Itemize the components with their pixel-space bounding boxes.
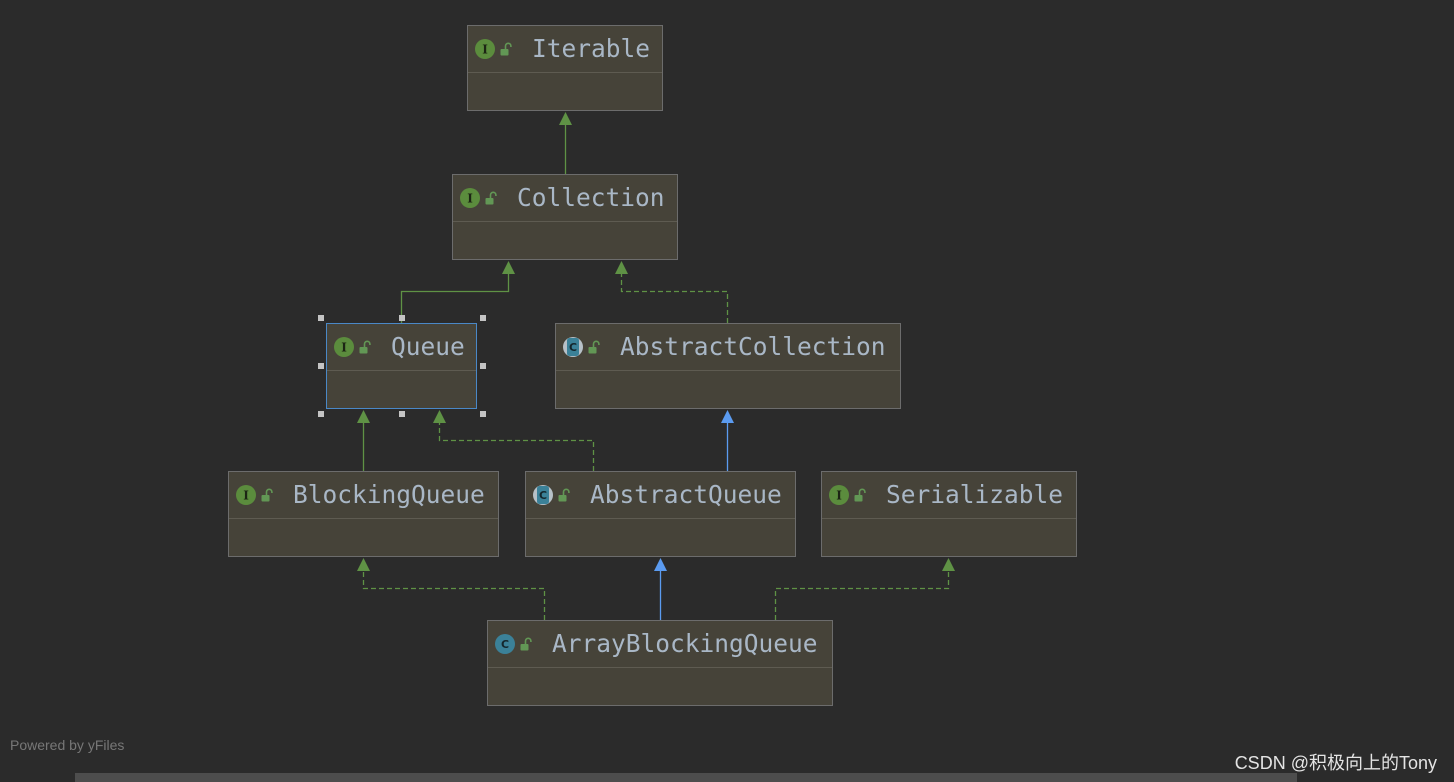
- interface-icon: I: [475, 39, 495, 59]
- node-header: C ArrayBlockingQueue: [488, 621, 832, 668]
- node-name: Collection: [517, 182, 665, 212]
- class-icon: C: [495, 634, 515, 654]
- node-name: ArrayBlockingQueue: [552, 628, 818, 658]
- node-members: [526, 519, 795, 556]
- selection-handle[interactable]: [480, 315, 486, 321]
- node-arrayblockingqueue[interactable]: C ArrayBlockingQueue: [487, 620, 833, 706]
- selection-handle[interactable]: [480, 411, 486, 417]
- node-name: Queue: [391, 331, 465, 361]
- interface-icon: I: [334, 337, 354, 357]
- node-name: AbstractQueue: [590, 479, 782, 509]
- node-members: [468, 73, 662, 110]
- abstract-class-icon: C: [533, 485, 553, 505]
- icon-letter: C: [569, 341, 577, 354]
- node-members: [453, 222, 677, 259]
- node-abstractqueue[interactable]: C AbstractQueue: [525, 471, 796, 557]
- edge-arrayblockingqueue-to-serializable: [774, 558, 955, 620]
- node-header: C AbstractQueue: [526, 472, 795, 519]
- node-header: C AbstractCollection: [556, 324, 900, 371]
- node-abstractcollection[interactable]: C AbstractCollection: [555, 323, 901, 409]
- icon-letter: C: [539, 489, 547, 502]
- public-lock-icon: [520, 637, 532, 651]
- selection-handle[interactable]: [480, 363, 486, 369]
- node-members: [822, 519, 1076, 556]
- node-header: I Iterable: [468, 26, 662, 73]
- interface-icon: I: [460, 188, 480, 208]
- edge-abstractqueue-to-abstractcollection: [721, 410, 734, 471]
- icon-letter: I: [836, 489, 842, 503]
- node-members: [488, 668, 832, 705]
- node-header: I Collection: [453, 175, 677, 222]
- icon-letter: I: [243, 489, 249, 503]
- node-blockingqueue[interactable]: I BlockingQueue: [228, 471, 499, 557]
- node-members: [327, 371, 476, 408]
- public-lock-icon: [485, 191, 497, 205]
- icon-letter: I: [341, 341, 347, 355]
- node-name: BlockingQueue: [293, 479, 485, 509]
- icon-letter: I: [467, 192, 473, 206]
- node-members: [556, 371, 900, 408]
- edge-blockingqueue-to-queue: [357, 410, 370, 471]
- node-serializable[interactable]: I Serializable: [821, 471, 1077, 557]
- public-lock-icon: [558, 488, 570, 502]
- interface-icon: I: [236, 485, 256, 505]
- edge-queue-to-collection: [400, 261, 515, 323]
- edge-abstractqueue-to-queue: [433, 410, 595, 471]
- public-lock-icon: [261, 488, 273, 502]
- abstract-class-icon: C: [563, 337, 583, 357]
- node-header: I BlockingQueue: [229, 472, 498, 519]
- selection-handle[interactable]: [318, 315, 324, 321]
- edge-abstractcollection-to-collection: [615, 261, 729, 323]
- node-name: AbstractCollection: [620, 331, 886, 361]
- icon-letter: C: [501, 638, 509, 651]
- selection-handle[interactable]: [318, 411, 324, 417]
- node-header: I Serializable: [822, 472, 1076, 519]
- node-queue[interactable]: I Queue: [326, 323, 477, 409]
- edge-arrayblockingqueue-to-abstractqueue: [654, 558, 667, 620]
- watermark: CSDN @积极向上的Tony: [1234, 753, 1437, 773]
- powered-by-label: Powered by yFiles: [10, 737, 125, 753]
- edge-arrayblockingqueue-to-blockingqueue: [357, 558, 546, 620]
- public-lock-icon: [588, 340, 600, 354]
- node-header: I Queue: [327, 324, 476, 371]
- icon-letter: I: [482, 43, 488, 57]
- horizontal-scrollbar-thumb[interactable]: [75, 773, 1297, 782]
- node-iterable[interactable]: I Iterable: [467, 25, 663, 111]
- node-members: [229, 519, 498, 556]
- selection-handle[interactable]: [399, 315, 405, 321]
- selection-handle[interactable]: [399, 411, 405, 417]
- public-lock-icon: [854, 488, 866, 502]
- public-lock-icon: [359, 340, 371, 354]
- node-name: Iterable: [532, 33, 651, 63]
- edge-collection-to-iterable: [559, 112, 572, 174]
- interface-icon: I: [829, 485, 849, 505]
- selection-handle[interactable]: [318, 363, 324, 369]
- node-collection[interactable]: I Collection: [452, 174, 678, 260]
- node-name: Serializable: [886, 479, 1064, 509]
- public-lock-icon: [500, 42, 512, 56]
